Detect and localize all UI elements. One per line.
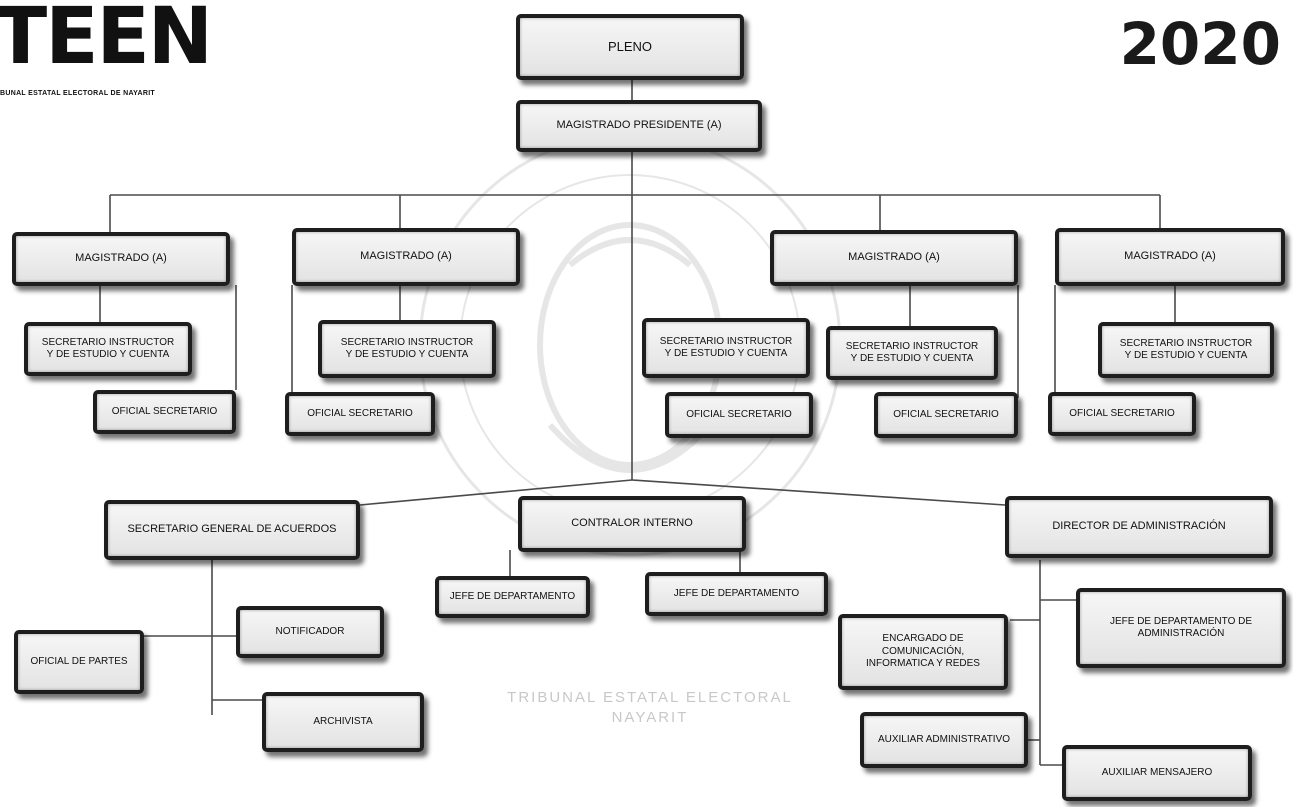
node-secretario-general: SECRETARIO GENERAL DE ACUERDOS	[104, 500, 360, 560]
logo-mark: TEEN	[0, 0, 213, 82]
node-oficial-secretario-center: OFICIAL SECRETARIO	[665, 392, 813, 438]
node-secretario-instructor-2: SECRETARIO INSTRUCTOR Y DE ESTUDIO Y CUE…	[318, 320, 496, 378]
node-secretario-instructor-1: SECRETARIO INSTRUCTOR Y DE ESTUDIO Y CUE…	[24, 322, 192, 376]
node-encargado-comunicacion: ENCARGADO DE COMUNICACIÓN, INFORMATICA Y…	[838, 614, 1008, 690]
node-auxiliar-mensajero: AUXILIAR MENSAJERO	[1062, 745, 1252, 801]
year-label: 2020	[1119, 10, 1281, 78]
node-archivista: ARCHIVISTA	[262, 692, 424, 752]
node-secretario-instructor-4: SECRETARIO INSTRUCTOR Y DE ESTUDIO Y CUE…	[1098, 322, 1274, 378]
logo-subtitle: BUNAL ESTATAL ELECTORAL DE NAYARIT	[0, 90, 156, 97]
watermark-line-1: TRIBUNAL ESTATAL ELECTORAL	[507, 689, 793, 706]
node-magistrado-3: MAGISTRADO (A)	[770, 230, 1018, 286]
node-magistrado-4: MAGISTRADO (A)	[1055, 228, 1285, 286]
node-auxiliar-administrativo: AUXILIAR ADMINISTRATIVO	[860, 712, 1028, 768]
node-pleno: PLENO	[516, 14, 744, 80]
node-contralor-interno: CONTRALOR INTERNO	[518, 496, 746, 552]
node-oficial-secretario-1: OFICIAL SECRETARIO	[93, 390, 236, 434]
node-notificador: NOTIFICADOR	[236, 606, 384, 658]
node-magistrado-presidente: MAGISTRADO PRESIDENTE (A)	[516, 100, 762, 152]
teen-logo: TEEN BUNAL ESTATAL ELECTORAL DE NAYARIT	[0, 0, 250, 104]
node-oficial-secretario-4: OFICIAL SECRETARIO	[1048, 392, 1196, 436]
node-magistrado-1: MAGISTRADO (A)	[12, 232, 230, 286]
node-director-administracion: DIRECTOR DE ADMINISTRACIÓN	[1005, 496, 1273, 558]
watermark-text: TRIBUNAL ESTATAL ELECTORAL NAYARIT	[430, 688, 870, 727]
node-jefe-departamento-2: JEFE DE DEPARTAMENTO	[645, 572, 828, 616]
node-secretario-instructor-center: SECRETARIO INSTRUCTOR Y DE ESTUDIO Y CUE…	[642, 318, 810, 378]
node-jefe-depto-administracion: JEFE DE DEPARTAMENTO DE ADMINISTRACIÓN	[1076, 588, 1286, 668]
node-oficial-partes: OFICIAL DE PARTES	[14, 630, 144, 694]
node-oficial-secretario-3: OFICIAL SECRETARIO	[874, 392, 1018, 438]
node-secretario-instructor-3: SECRETARIO INSTRUCTOR Y DE ESTUDIO Y CUE…	[826, 326, 998, 380]
node-magistrado-2: MAGISTRADO (A)	[292, 228, 520, 286]
watermark-line-2: NAYARIT	[611, 708, 689, 726]
node-oficial-secretario-2: OFICIAL SECRETARIO	[285, 392, 435, 436]
node-jefe-departamento-1: JEFE DE DEPARTAMENTO	[435, 576, 590, 618]
